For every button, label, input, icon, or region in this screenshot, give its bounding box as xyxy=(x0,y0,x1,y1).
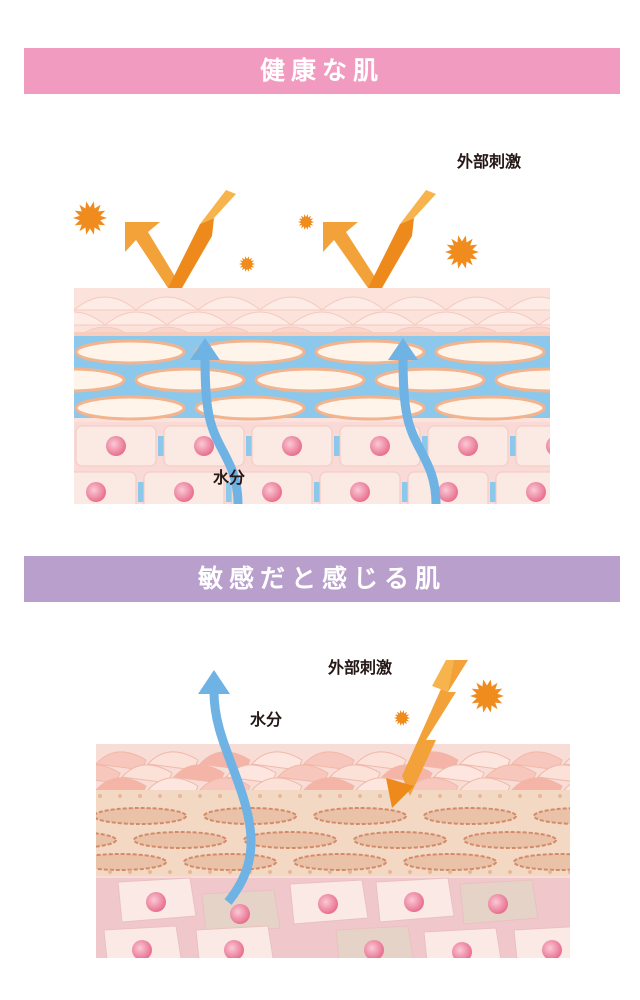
cell-nucleus xyxy=(318,894,338,914)
moisture-arrow-icon xyxy=(198,670,256,905)
cell-nucleus xyxy=(404,892,424,912)
starburst-icon xyxy=(394,710,410,726)
sensitive-granular-layer xyxy=(96,794,570,874)
starburst-icon xyxy=(239,256,255,272)
cell-nucleus xyxy=(370,436,390,456)
sensitive-skin-diagram xyxy=(96,660,570,958)
sensitive-moisture-label: 水分 xyxy=(250,710,283,729)
reflected-arrow-icon xyxy=(323,190,436,288)
cell-nucleus xyxy=(106,436,126,456)
moisture-arrow-icon xyxy=(190,338,243,505)
cell-nucleus xyxy=(146,892,166,912)
cell-nucleus xyxy=(458,436,478,456)
cell-nucleus xyxy=(194,436,214,456)
cell-nucleus xyxy=(224,940,244,958)
cell-nucleus xyxy=(546,438,550,454)
sensitive-cell-layer xyxy=(103,877,570,958)
sensitive-horny-layer xyxy=(96,751,570,797)
healthy-skin-diagram xyxy=(73,190,550,505)
cell-nucleus xyxy=(230,904,250,924)
healthy-skin-banner: 健康な肌 xyxy=(24,48,620,94)
penetrating-arrow-icon xyxy=(386,660,468,808)
cell-nucleus xyxy=(452,942,472,958)
healthy-stimulus-label: 外部刺激 xyxy=(457,152,522,171)
healthy-moisture-label: 水分 xyxy=(213,468,246,487)
starburst-icon xyxy=(73,201,107,235)
starburst-icon xyxy=(470,679,504,713)
cell-nucleus xyxy=(132,940,152,958)
moisture-arrow-icon xyxy=(388,338,441,505)
sensitive-skin-banner: 敏感だと感じる肌 xyxy=(24,556,620,602)
cell-nucleus xyxy=(86,482,106,502)
cell-nucleus xyxy=(438,482,458,502)
starburst-icon xyxy=(445,235,479,269)
cell-nucleus xyxy=(174,482,194,502)
cell-nucleus xyxy=(350,482,370,502)
cell-nucleus xyxy=(262,482,282,502)
cell-nucleus xyxy=(542,940,562,958)
healthy-granular-layer xyxy=(74,339,550,421)
healthy-cell-layer xyxy=(74,425,550,504)
cell-nucleus xyxy=(282,436,302,456)
reflected-arrow-icon xyxy=(125,190,236,288)
cell-nucleus xyxy=(488,894,508,914)
sensitive-stimulus-label: 外部刺激 xyxy=(328,658,393,677)
starburst-icon xyxy=(298,214,314,230)
cell-nucleus xyxy=(526,482,546,502)
healthy-horny-layer xyxy=(74,296,550,341)
cell-nucleus xyxy=(364,940,384,958)
